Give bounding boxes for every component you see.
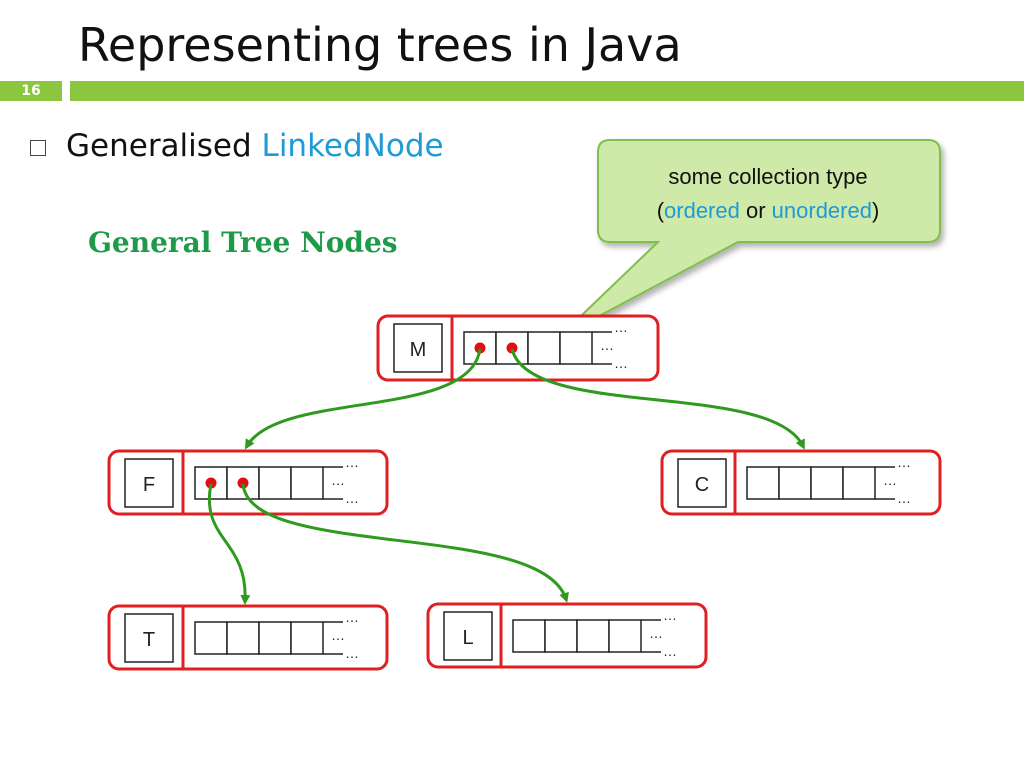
pointer-dot	[506, 342, 518, 354]
edge-arrow-m-f	[244, 348, 482, 450]
child-array	[746, 466, 876, 500]
node-label: M	[410, 339, 427, 361]
ellipsis: …	[663, 643, 677, 659]
pointer-dot	[474, 342, 486, 354]
callout-paren: )	[871, 198, 880, 223]
slide-title: Representing trees in Java	[78, 18, 682, 72]
ellipsis: …	[649, 625, 663, 641]
ellipsis: …	[331, 472, 345, 488]
node-label: F	[143, 474, 155, 496]
subheading: General Tree Nodes	[88, 226, 398, 259]
tree-node-c: C … … …	[660, 449, 942, 516]
node-key-box	[677, 458, 727, 508]
ellipsis: …	[897, 454, 911, 470]
callout-text: some collection type (ordered or unorder…	[598, 160, 938, 228]
ellipsis: …	[897, 490, 911, 506]
edge-arrow-m-c	[510, 348, 805, 450]
callout-or: or	[739, 198, 772, 223]
node-key-box	[124, 458, 174, 508]
node-label: L	[462, 627, 473, 649]
ellipsis: …	[331, 627, 345, 643]
child-array	[512, 619, 642, 653]
child-array	[194, 621, 324, 655]
node-label: T	[143, 629, 155, 651]
edge-arrow-f-t	[207, 483, 251, 605]
callout-ordered: ordered	[664, 198, 740, 223]
callout-bubble	[557, 139, 941, 339]
node-key-box	[393, 323, 443, 373]
ellipsis: …	[663, 607, 677, 623]
ellipsis: …	[614, 319, 628, 335]
bullet-text: Generalised LinkedNode	[66, 128, 444, 164]
pointer-dot	[205, 477, 217, 489]
callout-line-2: (ordered or unordered)	[598, 194, 938, 228]
ellipsis: …	[345, 645, 359, 661]
tree-node-m: M … … …	[376, 314, 660, 382]
callout-unordered: unordered	[771, 198, 872, 223]
pointer-dot	[237, 477, 249, 489]
tree-node-t: T … … …	[107, 604, 389, 671]
ellipsis: …	[345, 609, 359, 625]
node-key-box	[443, 611, 493, 661]
ellipsis: …	[345, 454, 359, 470]
bullet-square-icon	[30, 140, 46, 156]
ellipsis: …	[883, 472, 897, 488]
bullet-accent: LinkedNode	[261, 128, 444, 164]
tree-node-f: F … … …	[107, 449, 389, 516]
slide-number: 16	[0, 81, 62, 101]
node-key-box	[124, 613, 174, 663]
ellipsis: …	[614, 355, 628, 371]
edge-arrow-f-l	[241, 483, 569, 603]
ellipsis: …	[345, 490, 359, 506]
callout-line-1: some collection type	[668, 164, 868, 189]
tree-node-l: L … … …	[426, 602, 708, 669]
bullet-prefix: Generalised	[66, 128, 262, 164]
node-label: C	[695, 474, 709, 496]
callout-paren: (	[656, 198, 665, 223]
ellipsis: …	[600, 337, 614, 353]
title-bar	[70, 81, 1024, 101]
